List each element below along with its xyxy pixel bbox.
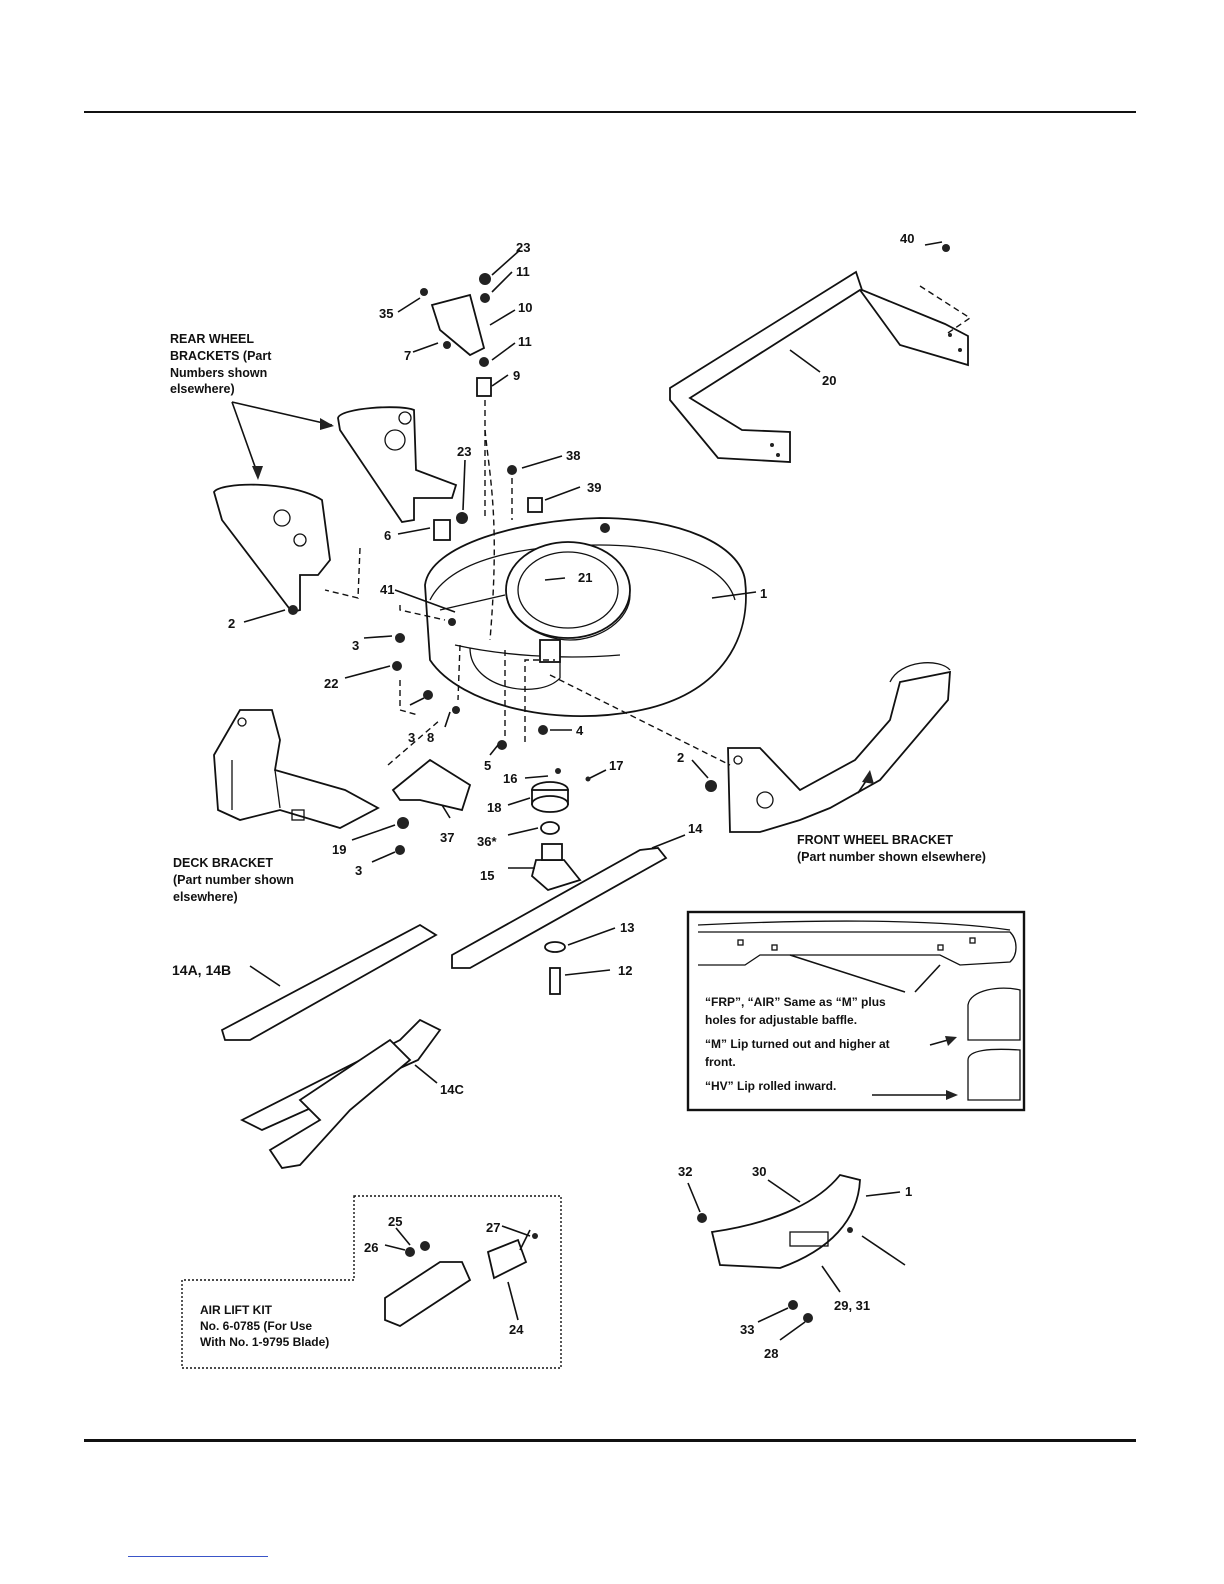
svg-text:“M” Lip turned out and higher: “M” Lip turned out and higher at [705, 1037, 890, 1051]
leader-lines [231, 241, 943, 1341]
front-wheel-bracket [727, 662, 951, 833]
svg-text:front.: front. [705, 1055, 736, 1069]
callout-19: 19 [332, 842, 346, 857]
callout-3b: 3 [408, 730, 415, 745]
header-rule [84, 111, 1136, 113]
callout-20: 20 [822, 373, 836, 388]
footer-link-underline [128, 1556, 268, 1557]
svg-text:REAR WHEEL: REAR WHEEL [170, 332, 254, 346]
svg-text:holes for adjustable baffle.: holes for adjustable baffle. [705, 1013, 857, 1027]
callout-41: 41 [380, 582, 394, 597]
front-wheel-label: FRONT WHEEL BRACKET (Part number shown e… [797, 833, 986, 864]
callout-11b: 11 [518, 334, 532, 349]
spindle-stack [530, 768, 591, 892]
mower-deck [424, 517, 747, 718]
callout-13: 13 [620, 920, 634, 935]
callout-3a: 3 [352, 638, 359, 653]
air-lift-kit-box [181, 1195, 562, 1369]
inset-text: “FRP”, “AIR” Same as “M” plus holes for … [705, 995, 890, 1093]
deck-lip-inset [686, 910, 1026, 1112]
callout-36: 36* [477, 834, 497, 849]
callout-15: 15 [480, 868, 494, 883]
callout-6: 6 [384, 528, 391, 543]
callout-32: 32 [678, 1164, 692, 1179]
svg-text:AIR LIFT KIT: AIR LIFT KIT [200, 1303, 273, 1317]
svg-text:BRACKETS (Part: BRACKETS (Part [170, 349, 272, 363]
deck-bracket [213, 709, 380, 829]
callout-23a: 23 [516, 240, 530, 255]
callout-38: 38 [566, 448, 580, 463]
callout-18: 18 [487, 800, 501, 815]
callout-2b: 2 [677, 750, 684, 765]
callout-37: 37 [440, 830, 454, 845]
arrowheads [252, 418, 874, 784]
svg-text:“HV” Lip rolled inward.: “HV” Lip rolled inward. [705, 1079, 836, 1093]
callout-14: 14 [688, 821, 703, 836]
callout-7: 7 [404, 348, 411, 363]
callout-8: 8 [427, 730, 434, 745]
air-lift-parts [384, 1233, 538, 1328]
footer-rule [84, 1439, 1136, 1442]
callout-9: 9 [513, 368, 520, 383]
callout-1: 1 [760, 586, 767, 601]
blade-14c [239, 1018, 442, 1169]
callout-10: 10 [518, 300, 532, 315]
callout-26: 26 [364, 1240, 378, 1255]
callout-29-31: 29, 31 [834, 1298, 870, 1313]
callout-25: 25 [388, 1214, 402, 1229]
callout-3c: 3 [355, 863, 362, 878]
svg-text:Numbers shown: Numbers shown [170, 366, 267, 380]
callout-21: 21 [578, 570, 592, 585]
svg-text:“FRP”, “AIR” Same as “M” plus: “FRP”, “AIR” Same as “M” plus [705, 995, 886, 1009]
callout-23b: 23 [457, 444, 471, 459]
rear-wheel-brackets [213, 406, 458, 614]
callout-40: 40 [900, 231, 914, 246]
rear-wheel-label: REAR WHEEL BRACKETS (Part Numbers shown … [170, 332, 272, 396]
callout-5: 5 [484, 758, 491, 773]
callout-1b: 1 [905, 1184, 912, 1199]
callout-28: 28 [764, 1346, 778, 1361]
callout-14a-14b: 14A, 14B [172, 962, 231, 978]
callout-33: 33 [740, 1322, 754, 1337]
callout-22: 22 [324, 676, 338, 691]
callout-16: 16 [503, 771, 517, 786]
blade-14a-14b [220, 923, 438, 1041]
svg-text:No. 6-0785 (For Use: No. 6-0785 (For Use [200, 1319, 312, 1333]
callout-4: 4 [576, 723, 584, 738]
callout-numbers: 1 1 2 2 3 3 3 4 5 6 7 8 9 10 11 11 12 13… [172, 231, 914, 1361]
svg-text:DECK BRACKET: DECK BRACKET [173, 856, 273, 870]
hardware [288, 244, 950, 995]
deck-bracket-label: DECK BRACKET (Part number shown elsewher… [173, 856, 294, 904]
callout-27: 27 [486, 1220, 500, 1235]
callout-24: 24 [509, 1322, 524, 1337]
callout-35: 35 [379, 306, 393, 321]
bracket-37 [391, 758, 472, 812]
svg-text:FRONT WHEEL BRACKET: FRONT WHEEL BRACKET [797, 833, 953, 847]
baffle-assembly [697, 1173, 861, 1323]
assembly-lines [324, 285, 972, 766]
callout-11a: 11 [516, 264, 530, 279]
svg-text:elsewhere): elsewhere) [173, 890, 238, 904]
callout-39: 39 [587, 480, 601, 495]
svg-text:(Part number shown elsewhere): (Part number shown elsewhere) [797, 850, 986, 864]
callout-2a: 2 [228, 616, 235, 631]
svg-text:With No. 1-9795 Blade): With No. 1-9795 Blade) [200, 1335, 329, 1349]
air-lift-kit-label: AIR LIFT KIT No. 6-0785 (For Use With No… [200, 1303, 329, 1349]
svg-text:elsewhere): elsewhere) [170, 382, 235, 396]
callout-12: 12 [618, 963, 632, 978]
svg-text:(Part number shown: (Part number shown [173, 873, 294, 887]
blade-14 [451, 847, 668, 969]
part-20 [669, 270, 969, 463]
callout-14c: 14C [440, 1082, 464, 1097]
callout-30: 30 [752, 1164, 766, 1179]
callout-17: 17 [609, 758, 623, 773]
